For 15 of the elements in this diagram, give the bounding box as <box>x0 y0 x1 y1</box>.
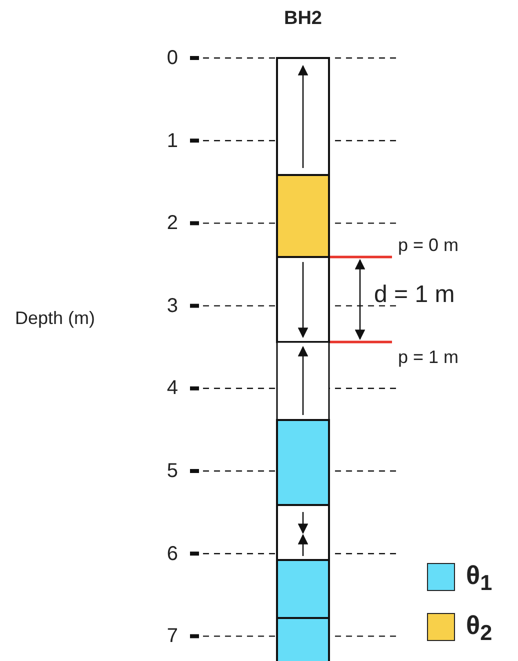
depth-tick-label: 2 <box>166 213 178 234</box>
title: BH2 <box>284 8 322 30</box>
depth-tick-label: 5 <box>166 461 178 481</box>
depth-tick-label: 4 <box>166 378 178 398</box>
legend-label: θ$_{2}$ <box>466 612 492 644</box>
annotation-label: p = 1 m <box>398 348 459 366</box>
depth-tick-label: 3 <box>166 296 178 316</box>
depth-tick-label: 0 <box>166 48 178 68</box>
depth-tick-label: 6 <box>166 544 178 564</box>
annotation-label: p = 0 m <box>398 236 459 254</box>
legend-label: θ$_{1}$ <box>466 562 492 594</box>
annotation-label: d = 1 m <box>374 283 455 307</box>
annotation-label: Depth (m) <box>15 309 96 327</box>
depth-tick-label: 7 <box>166 626 178 646</box>
depth-tick-label: 1 <box>166 130 178 151</box>
